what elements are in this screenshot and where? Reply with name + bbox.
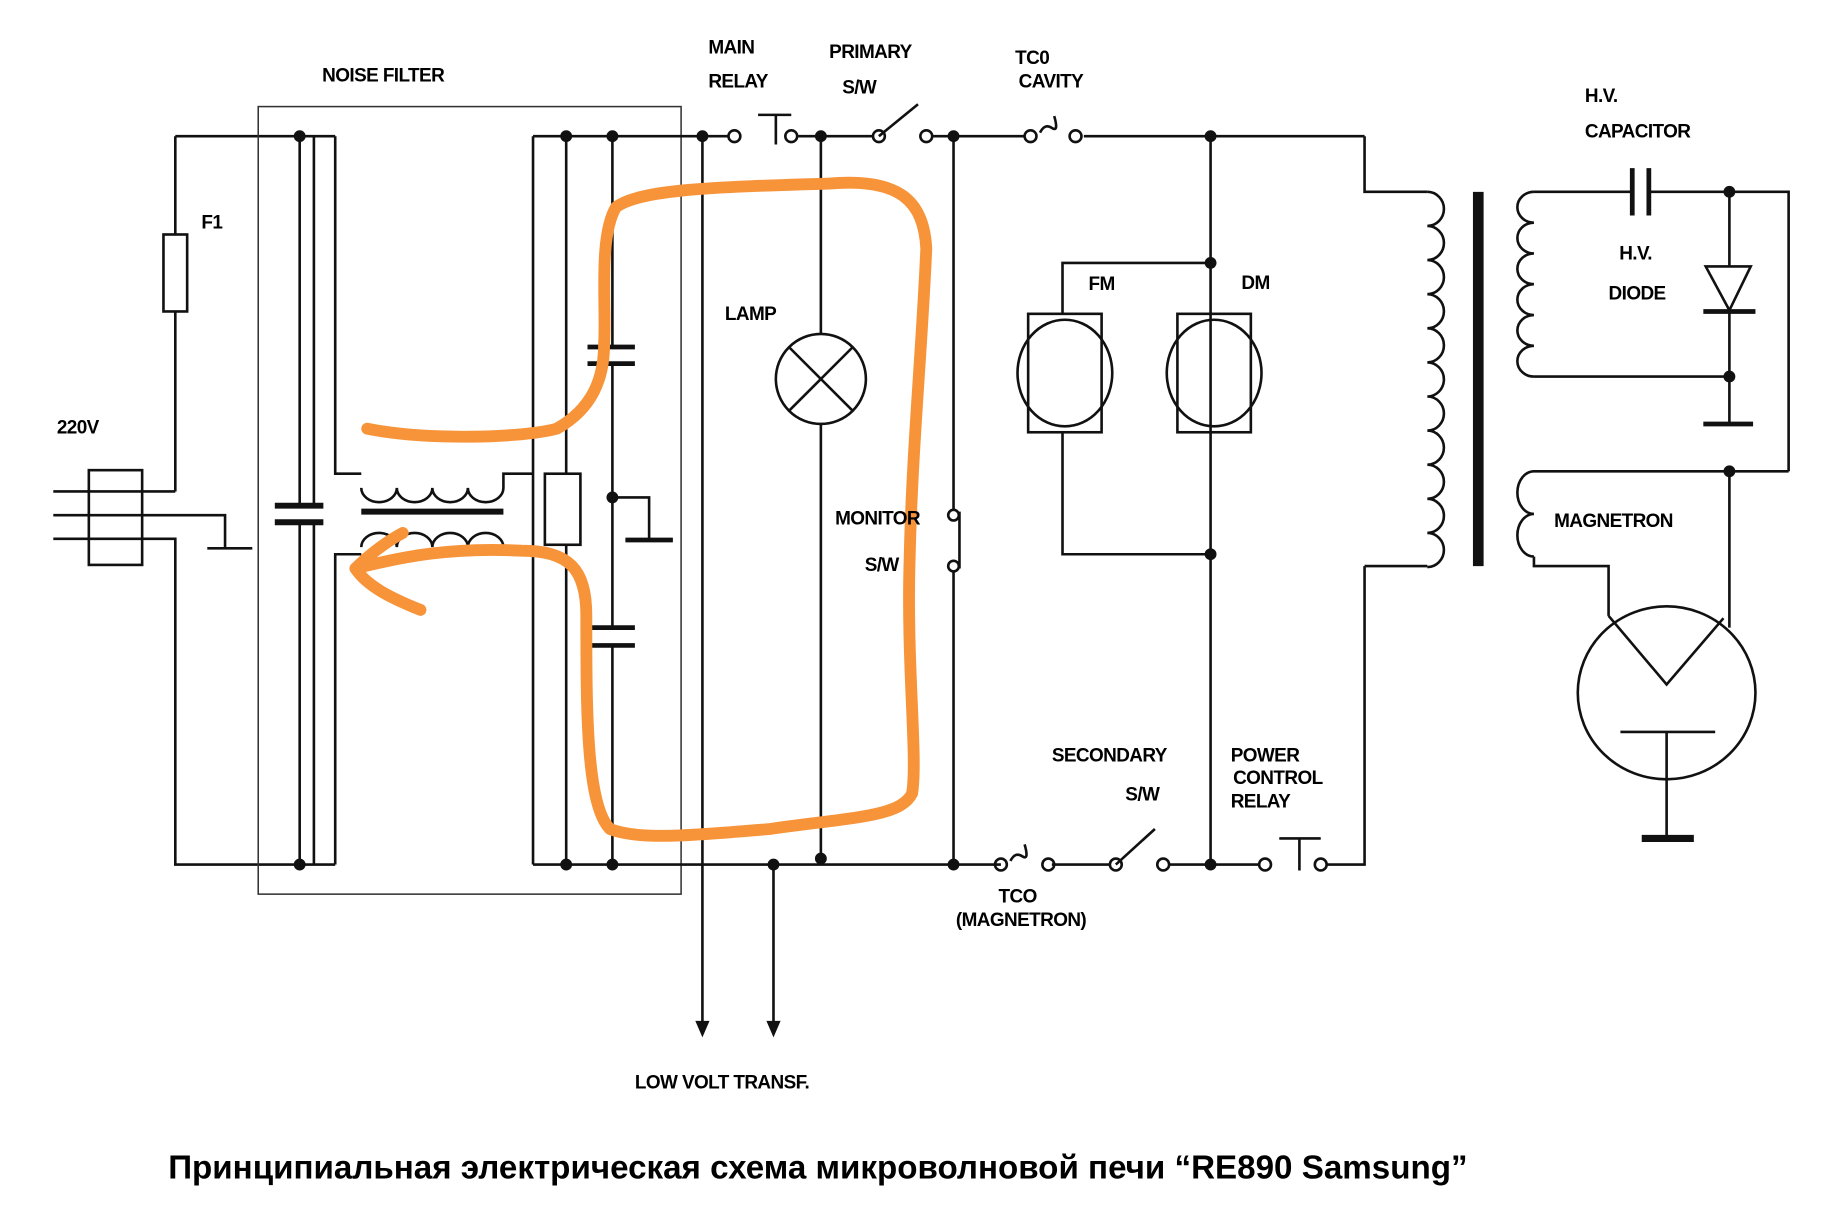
label-power-relay-3: RELAY [1231, 792, 1291, 813]
power-input [53, 134, 336, 866]
label-tco-magnetron-2: (MAGNETRON) [956, 910, 1087, 931]
power-control-relay [1313, 857, 1328, 872]
top-rail [687, 103, 1365, 145]
label-power-relay: POWER [1231, 745, 1301, 766]
hv-transformer [1363, 136, 1790, 843]
label-primary-sw-2: S/W [842, 78, 877, 99]
label-220v: 220V [57, 417, 100, 438]
tco-magnetron [1009, 844, 1028, 862]
label-tco-magnetron: TCO [999, 886, 1037, 907]
monitor-switch [946, 508, 961, 522]
label-f1: F1 [201, 213, 222, 234]
hv-capacitor [1629, 168, 1652, 216]
label-fm: FM [1089, 274, 1115, 295]
secondary-switch [1155, 857, 1171, 872]
label-secondary-sw: SECONDARY [1052, 745, 1168, 766]
label-monitor-sw-2: S/W [865, 555, 900, 576]
caption: Принципиальная электрическая схема микро… [168, 1149, 1467, 1186]
label-primary-sw: PRIMARY [829, 42, 912, 63]
label-lamp: LAMP [725, 304, 776, 325]
label-monitor-sw: MONITOR [835, 509, 921, 530]
noise-filter [257, 105, 688, 895]
plug [87, 468, 144, 567]
label-noise-filter: NOISE FILTER [322, 66, 445, 87]
label-main-relay: MAIN [708, 37, 754, 58]
current-path-annotation [349, 176, 933, 842]
tco-cavity [1038, 115, 1058, 134]
primary-switch [919, 128, 934, 144]
label-power-relay-2: CONTROL [1233, 768, 1323, 789]
label-hv-diode-2: DIODE [1609, 284, 1666, 305]
label-hv-capacitor-2: CAPACITOR [1585, 121, 1691, 142]
label-secondary-sw-2: S/W [1125, 785, 1160, 806]
lamp [774, 332, 868, 426]
fuse-f1 [162, 233, 189, 313]
label-hv-capacitor: H.V. [1585, 86, 1618, 107]
label-main-relay-2: RELAY [708, 72, 768, 93]
label-magnetron: MAGNETRON [1554, 511, 1673, 532]
bottom-rail [687, 566, 1366, 872]
label-hv-diode: H.V. [1619, 243, 1652, 264]
label-tco-cavity: TC0 [1015, 48, 1049, 69]
motors [1016, 136, 1263, 865]
label-dm: DM [1241, 273, 1269, 294]
main-relay [784, 128, 799, 144]
fan-motor [1016, 318, 1114, 428]
label-tco-cavity-2: CAVITY [1019, 72, 1084, 93]
low-voltage-branch [695, 136, 961, 1038]
hv-diode [1703, 265, 1753, 314]
drive-motor [1165, 318, 1263, 428]
label-low-volt-transf: LOW VOLT TRANSF. [635, 1072, 809, 1093]
